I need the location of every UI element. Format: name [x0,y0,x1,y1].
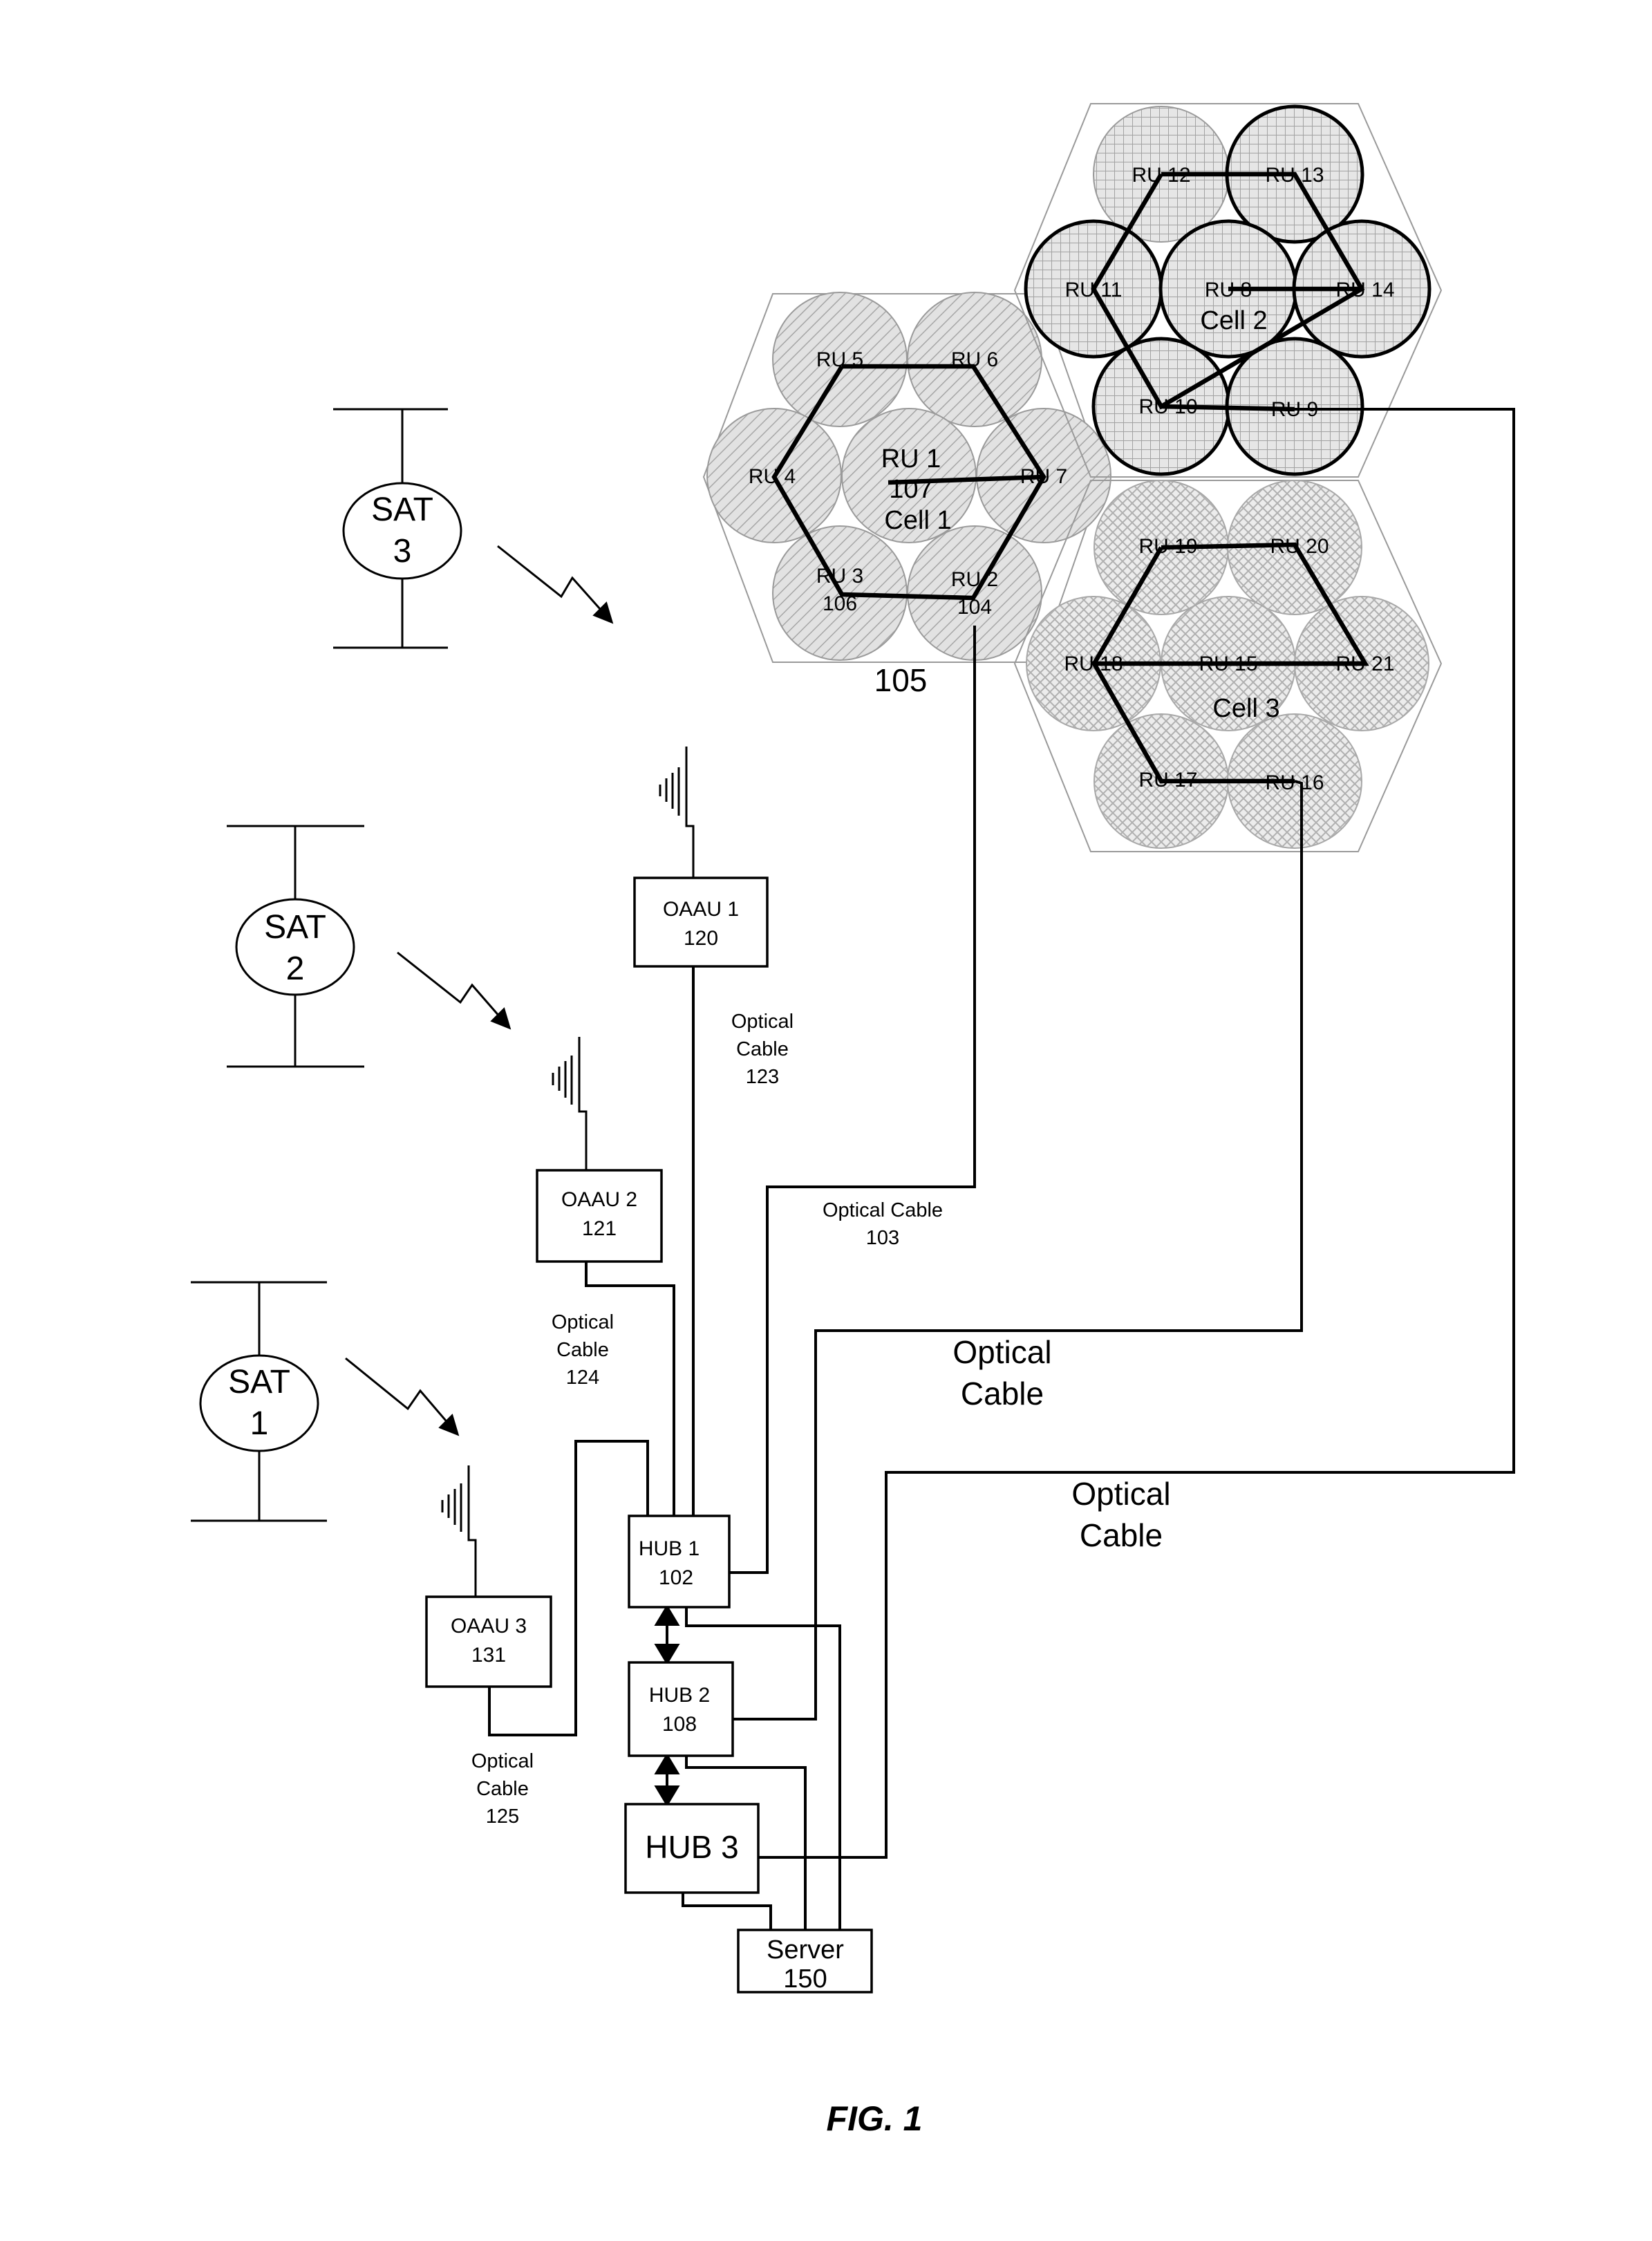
server: Server150 [738,1930,872,1994]
ru-label-ru20: RU 20 [1270,535,1329,558]
hub-1: HUB 1102 [629,1516,729,1607]
oaau-3-box [426,1597,551,1687]
oaau-2: OAAU 2121 [537,1170,661,1262]
cable-103-line [726,626,975,1573]
signal-bolt-2 [397,953,509,1028]
ru-label-ru6: RU 6 [951,348,998,371]
signal-bolts [346,546,612,1434]
cable-124-line [586,1262,674,1516]
oaau-2-box [537,1170,661,1262]
figure-caption: FIG. 1 [827,2099,923,2138]
hub-2: HUB 2108 [629,1662,733,1756]
cable-123-label: OpticalCable123 [731,1011,794,1088]
antenna-oaau2-icon [553,1037,586,1170]
cell-3-label: Cell 3 [1212,694,1279,723]
ru-label-ru4: RU 4 [749,465,796,488]
ru-label-ru8: RU 8 [1205,279,1252,301]
signal-bolt-3 [498,546,612,622]
ru-label-ru5: RU 5 [816,348,863,371]
hub-2-box [629,1662,733,1756]
svg-text:HUB 3: HUB 3 [645,1829,738,1865]
ru-label-ru12: RU 12 [1132,164,1190,187]
cable-big-2-label: OpticalCable [1071,1476,1170,1553]
ru-label-ru17: RU 17 [1138,769,1197,791]
ru-label-ru19: RU 19 [1138,535,1197,558]
satellite-2: SAT2 [227,826,364,1067]
cable-124-label: OpticalCable124 [552,1311,614,1389]
cell-1-ref: 105 [874,662,928,698]
antenna-oaau1-icon [660,747,693,878]
hub2-hub3-link [657,1756,677,1804]
cable-125-label: OpticalCable125 [471,1750,534,1828]
hub-1-box [629,1516,729,1607]
ru-label-ru18: RU 18 [1064,653,1123,675]
ru-label-ru7: RU 7 [1020,465,1067,488]
satellite-3: SAT3 [333,409,461,648]
cable-cell3-line [731,781,1302,1719]
hub-3: HUB 3 [626,1804,758,1893]
cell-1-label: Cell 1 [884,506,951,535]
ru-label-ru16: RU 16 [1265,771,1324,794]
signal-bolt-1 [346,1358,458,1434]
cable-103-label: Optical Cable103 [823,1199,943,1249]
oaau-1: OAAU 1120 [635,878,767,966]
ru-label-ru21: RU 21 [1335,653,1394,675]
antenna-oaau3-icon [442,1465,476,1597]
ru-label-ru11: RU 11 [1065,279,1123,301]
hub3-server-line [683,1893,771,1930]
ru-label-ru13: RU 13 [1265,164,1324,187]
ru-label-ru15: RU 15 [1199,653,1257,675]
oaau-1-box [635,878,767,966]
cell-2-label: Cell 2 [1200,306,1267,335]
hub1-hub2-link [657,1607,677,1662]
cable-big-1-label: OpticalCable [952,1334,1051,1412]
oaau-3: OAAU 3131 [426,1597,551,1687]
cable-125-line [489,1441,648,1735]
satellite-1: SAT1 [191,1282,327,1521]
ru-label-ru10: RU 10 [1138,395,1197,418]
ru-label-ru14: RU 14 [1335,279,1394,301]
